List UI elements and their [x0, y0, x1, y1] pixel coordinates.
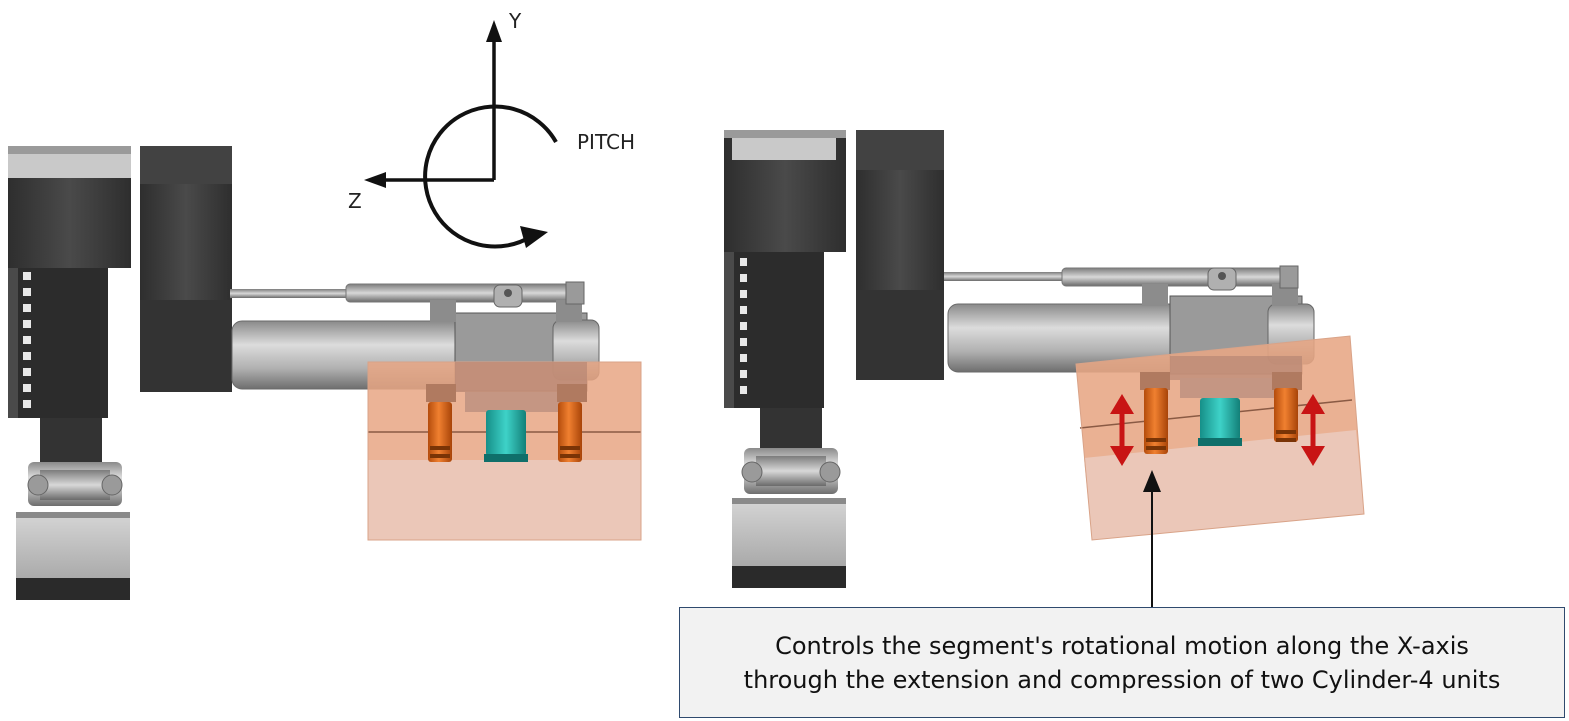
- right-upper-rod: [944, 272, 1074, 281]
- right-upper-cylinder: [1061, 267, 1299, 287]
- right-cabinet: [856, 130, 944, 380]
- pitch-rotation-arrow: [423, 104, 558, 249]
- caption-line-1: Controls the segment's rotational motion…: [775, 631, 1469, 660]
- right-column: [724, 130, 846, 588]
- axis-diagram: Y Z PITCH: [348, 9, 635, 249]
- left-segment: [367, 361, 642, 541]
- right-segment: [1075, 335, 1365, 541]
- y-axis-label: Y: [508, 9, 522, 33]
- caption-line-2: through the extension and compression of…: [743, 665, 1501, 694]
- motion-arrow-left: [1110, 394, 1134, 466]
- pitch-label: PITCH: [577, 130, 635, 154]
- left-column-ladder: [23, 272, 31, 408]
- right-cylinder4-a: [1144, 388, 1168, 454]
- left-cabinet: [140, 146, 232, 392]
- left-center-block: [486, 410, 526, 456]
- left-upper-rod: [230, 289, 365, 298]
- right-cylinder4-b: [1274, 388, 1298, 442]
- left-assembly: [8, 146, 642, 600]
- left-column: [8, 146, 131, 600]
- right-center-block: [1200, 398, 1240, 440]
- left-upper-cylinder: [345, 283, 583, 303]
- motion-arrow-right: [1301, 394, 1325, 466]
- left-cylinder4-a: [428, 402, 452, 462]
- z-axis-label: Z: [348, 189, 362, 213]
- left-cylinder4-b: [558, 402, 582, 462]
- caption-box: Controls the segment's rotational motion…: [679, 607, 1565, 718]
- callout-pointer: [1143, 470, 1161, 607]
- right-column-ladder: [740, 258, 747, 394]
- right-assembly: [724, 130, 1365, 588]
